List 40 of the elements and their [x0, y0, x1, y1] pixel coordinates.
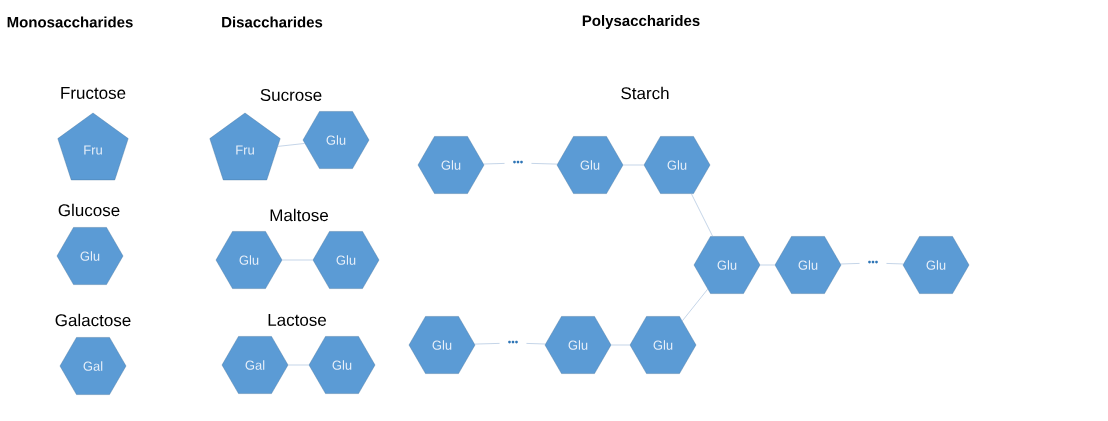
- column-heading: Monosaccharides: [7, 16, 133, 28]
- sugar-name: Sucrose: [260, 89, 322, 102]
- sugar-hexagon: Glu: [417, 136, 485, 194]
- sugar-hexagon: Glu: [312, 231, 380, 289]
- connector-line: [759, 264, 776, 266]
- connector-line: [691, 193, 713, 237]
- sugar-hexagon: Glu: [774, 236, 842, 294]
- connector-line: [526, 343, 546, 345]
- connector-line: [483, 163, 505, 165]
- ellipsis-dots: •••: [868, 260, 878, 264]
- sugar-hexagon: Glu: [693, 236, 761, 294]
- sugar-hexagon: Glu: [215, 231, 283, 289]
- sugar-name: Galactose: [55, 313, 131, 327]
- sugar-pentagon: Fru: [57, 112, 129, 181]
- sugar-hexagon: Glu: [408, 316, 476, 374]
- connector-line: [886, 263, 904, 265]
- ellipsis-dots: •••: [513, 160, 523, 164]
- connector-line: [531, 163, 558, 165]
- sugar-hexagon: Gal: [59, 337, 127, 395]
- sugar-hexagon: Glu: [643, 136, 711, 194]
- sugar-hexagon: Glu: [56, 227, 124, 285]
- sugar-hexagon: Glu: [902, 236, 970, 294]
- sugar-pentagon: Fru: [209, 112, 281, 181]
- column-heading: Disaccharides: [222, 16, 323, 28]
- sugar-name: Maltose: [270, 208, 328, 222]
- connector-line: [474, 343, 500, 345]
- sugar-hexagon: Glu: [308, 336, 376, 394]
- sugar-name: Glucose: [58, 203, 120, 217]
- sugar-hexagon: Glu: [302, 111, 370, 169]
- column-heading: Polysaccharides: [582, 15, 700, 29]
- sugar-hexagon: Glu: [544, 316, 612, 374]
- sugar-hexagon: Gal: [221, 336, 289, 394]
- connector-line: [682, 288, 708, 322]
- sugar-name: Lactose: [268, 314, 326, 326]
- ellipsis-dots: •••: [508, 340, 518, 344]
- connector-line: [840, 263, 860, 265]
- connector-line: [277, 143, 306, 147]
- sugar-hexagon: Glu: [629, 316, 697, 374]
- sugar-hexagon: Glu: [556, 136, 624, 194]
- sugar-name: Starch: [621, 86, 669, 100]
